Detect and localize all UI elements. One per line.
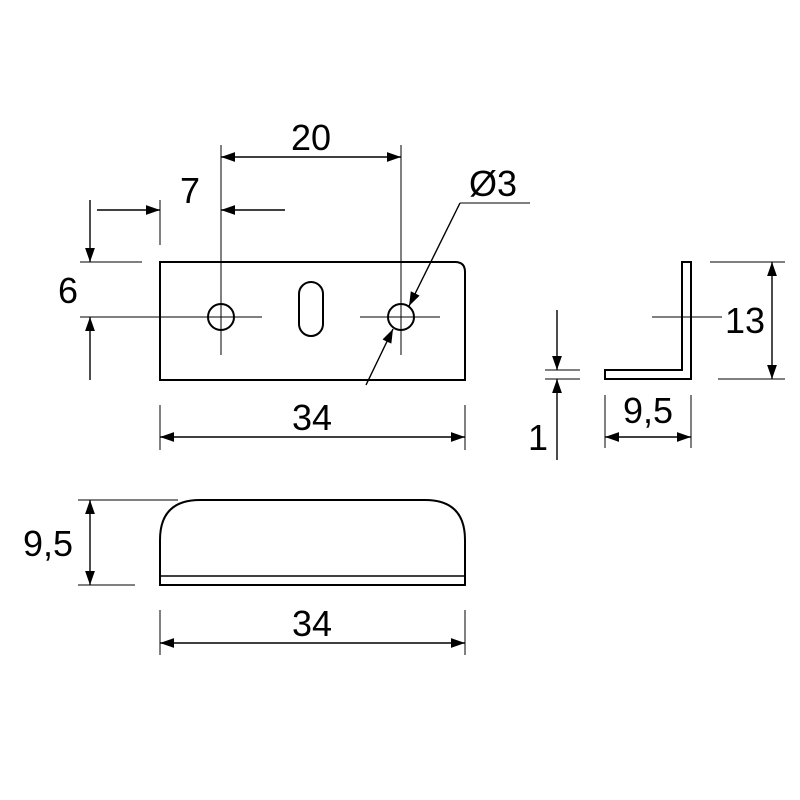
side-view: 13 9,5 1 xyxy=(528,261,785,460)
dim-hole-height: 6 xyxy=(58,270,78,311)
front-outline xyxy=(159,499,466,586)
dim-hole-spacing: 20 xyxy=(291,117,331,158)
dim-hole-diameter: Ø3 xyxy=(469,163,517,204)
dim-thickness: 1 xyxy=(528,417,548,458)
front-view: 9,5 34 xyxy=(23,499,466,655)
top-view: 20 7 6 Ø3 34 xyxy=(58,117,530,450)
center-slot xyxy=(298,281,324,337)
dim-base-width: 9,5 xyxy=(623,390,673,431)
dim-length-top: 34 xyxy=(292,397,332,438)
dim-edge-to-hole: 7 xyxy=(180,170,200,211)
dim-flange-height: 13 xyxy=(725,300,765,341)
dim-front-height: 9,5 xyxy=(23,523,73,564)
dim-length-front: 34 xyxy=(292,603,332,644)
angle-profile xyxy=(604,261,692,380)
